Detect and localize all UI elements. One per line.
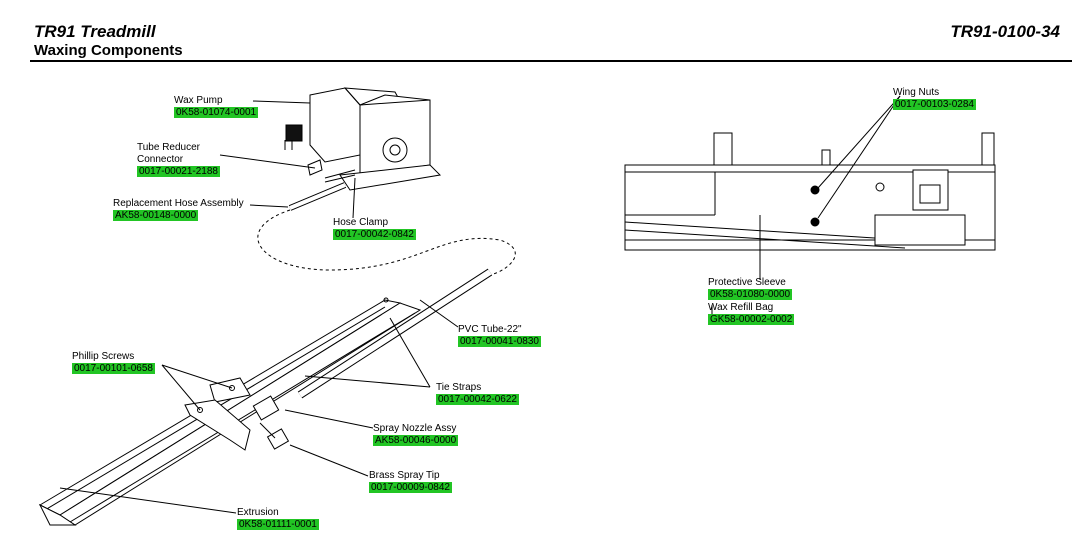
part-name: Extrusion xyxy=(237,507,279,518)
callout-hose-clamp: Hose Clamp 0017-00042-0842 xyxy=(333,217,416,241)
callout-pvc-tube: PVC Tube-22" 0017-00041-0830 xyxy=(458,324,541,348)
callout-brass-spray-tip: Brass Spray Tip 0017-00009-0842 xyxy=(369,470,452,494)
spray-nozzle-drawing xyxy=(252,297,389,450)
part-number: 0017-00021-2188 xyxy=(137,166,220,177)
part-name: PVC Tube-22" xyxy=(458,324,522,335)
part-number: 0K58-01111-0001 xyxy=(237,519,319,530)
wax-pump-drawing xyxy=(284,87,442,191)
callout-spray-nozzle: Spray Nozzle Assy AK58-00046-0000 xyxy=(373,423,459,447)
callout-replacement-hose: Replacement Hose Assembly AK58-00148-000… xyxy=(113,198,244,222)
part-number: 0017-00009-0842 xyxy=(369,482,452,493)
leader-lines xyxy=(59,95,901,514)
header-rule xyxy=(30,60,1072,62)
page-subtitle: Waxing Components xyxy=(34,42,183,59)
callout-tie-straps: Tie Straps 0017-00042-0622 xyxy=(436,382,519,406)
part-name: Spray Nozzle Assy xyxy=(373,423,457,434)
replacement-hose-drawing xyxy=(257,209,516,276)
callout-protective-sleeve: Protective Sleeve 0K58-01080-0000 xyxy=(708,277,793,301)
part-number: GK58-00002-0002 xyxy=(708,314,795,325)
part-name: Hose Clamp xyxy=(333,217,389,228)
part-number: AK58-00148-0000 xyxy=(113,210,199,221)
part-number: 0017-00041-0830 xyxy=(458,336,541,347)
part-number: 0017-00042-0842 xyxy=(333,229,416,240)
callout-wing-nuts: Wing Nuts 0017-00103-0284 xyxy=(893,87,976,111)
part-name: Replacement Hose Assembly xyxy=(113,198,244,209)
treadmill-panel-drawing xyxy=(624,132,996,251)
callout-tube-reducer: Tube Reducer Connector 0017-00021-2188 xyxy=(137,142,220,178)
callout-wax-refill-bag: Wax Refill Bag GK58-00002-0002 xyxy=(708,302,795,326)
part-name: Phillip Screws xyxy=(72,351,135,362)
document-number: TR91-0100-34 xyxy=(950,22,1060,41)
part-name: Brass Spray Tip xyxy=(369,470,440,481)
part-name: Tie Straps xyxy=(436,382,482,393)
part-number: AK58-00046-0000 xyxy=(373,435,459,446)
part-number: 0017-00103-0284 xyxy=(893,99,976,110)
part-number: 0K58-01080-0000 xyxy=(708,289,793,300)
part-name: Protective Sleeve xyxy=(708,277,786,288)
part-name: Connector xyxy=(137,154,184,165)
callout-extrusion: Extrusion 0K58-01111-0001 xyxy=(237,507,319,531)
part-number: 0K58-01074-0001 xyxy=(174,107,259,118)
extrusion-drawing xyxy=(38,299,422,526)
part-number: 0017-00042-0622 xyxy=(436,394,519,405)
callout-phillip-screws: Phillip Screws 0017-00101-0658 xyxy=(72,351,155,375)
page-title: TR91 Treadmill xyxy=(34,22,156,41)
part-name: Wax Refill Bag xyxy=(708,302,774,313)
part-name: Wax Pump xyxy=(174,95,223,106)
part-number: 0017-00101-0658 xyxy=(72,363,155,374)
part-name: Wing Nuts xyxy=(893,87,940,98)
callout-wax-pump: Wax Pump 0K58-01074-0001 xyxy=(174,95,259,119)
part-name: Tube Reducer xyxy=(137,142,200,153)
